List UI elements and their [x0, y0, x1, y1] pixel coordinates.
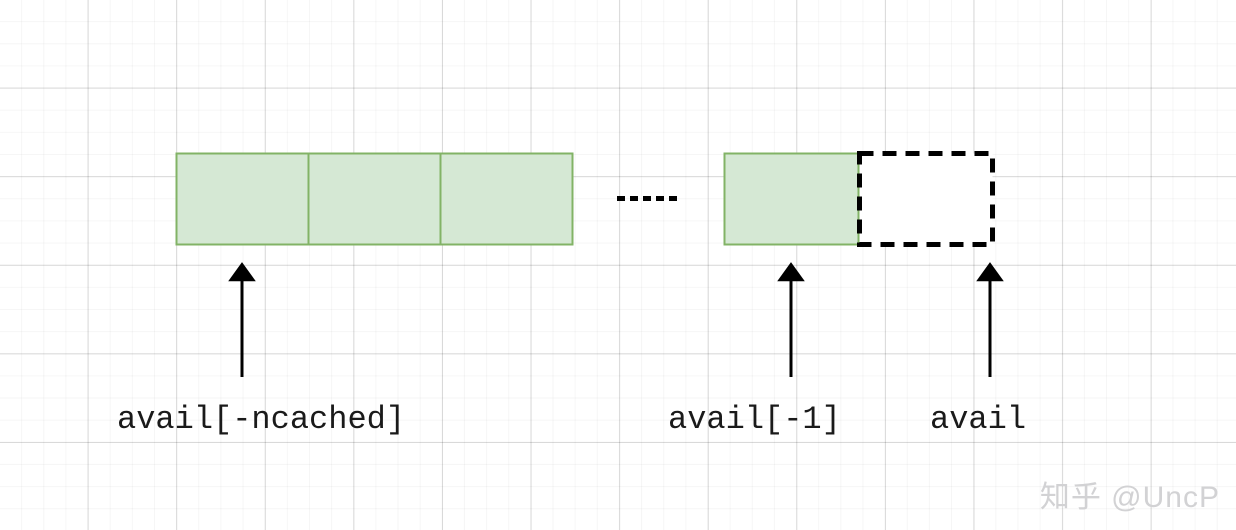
- empty-slot: [857, 151, 995, 247]
- label-avail: avail: [930, 401, 1027, 438]
- cached-cell-0: [175, 152, 310, 246]
- cached-cell-2: [439, 152, 574, 246]
- cached-cell-1: [307, 152, 442, 246]
- label-avail-ncached: avail[-ncached]: [117, 401, 406, 438]
- label-avail-minus-1: avail[-1]: [668, 401, 841, 438]
- cached-slots-group: [175, 152, 574, 246]
- last-cached-slot: [723, 152, 860, 246]
- watermark: 知乎 @UncP: [1039, 481, 1220, 514]
